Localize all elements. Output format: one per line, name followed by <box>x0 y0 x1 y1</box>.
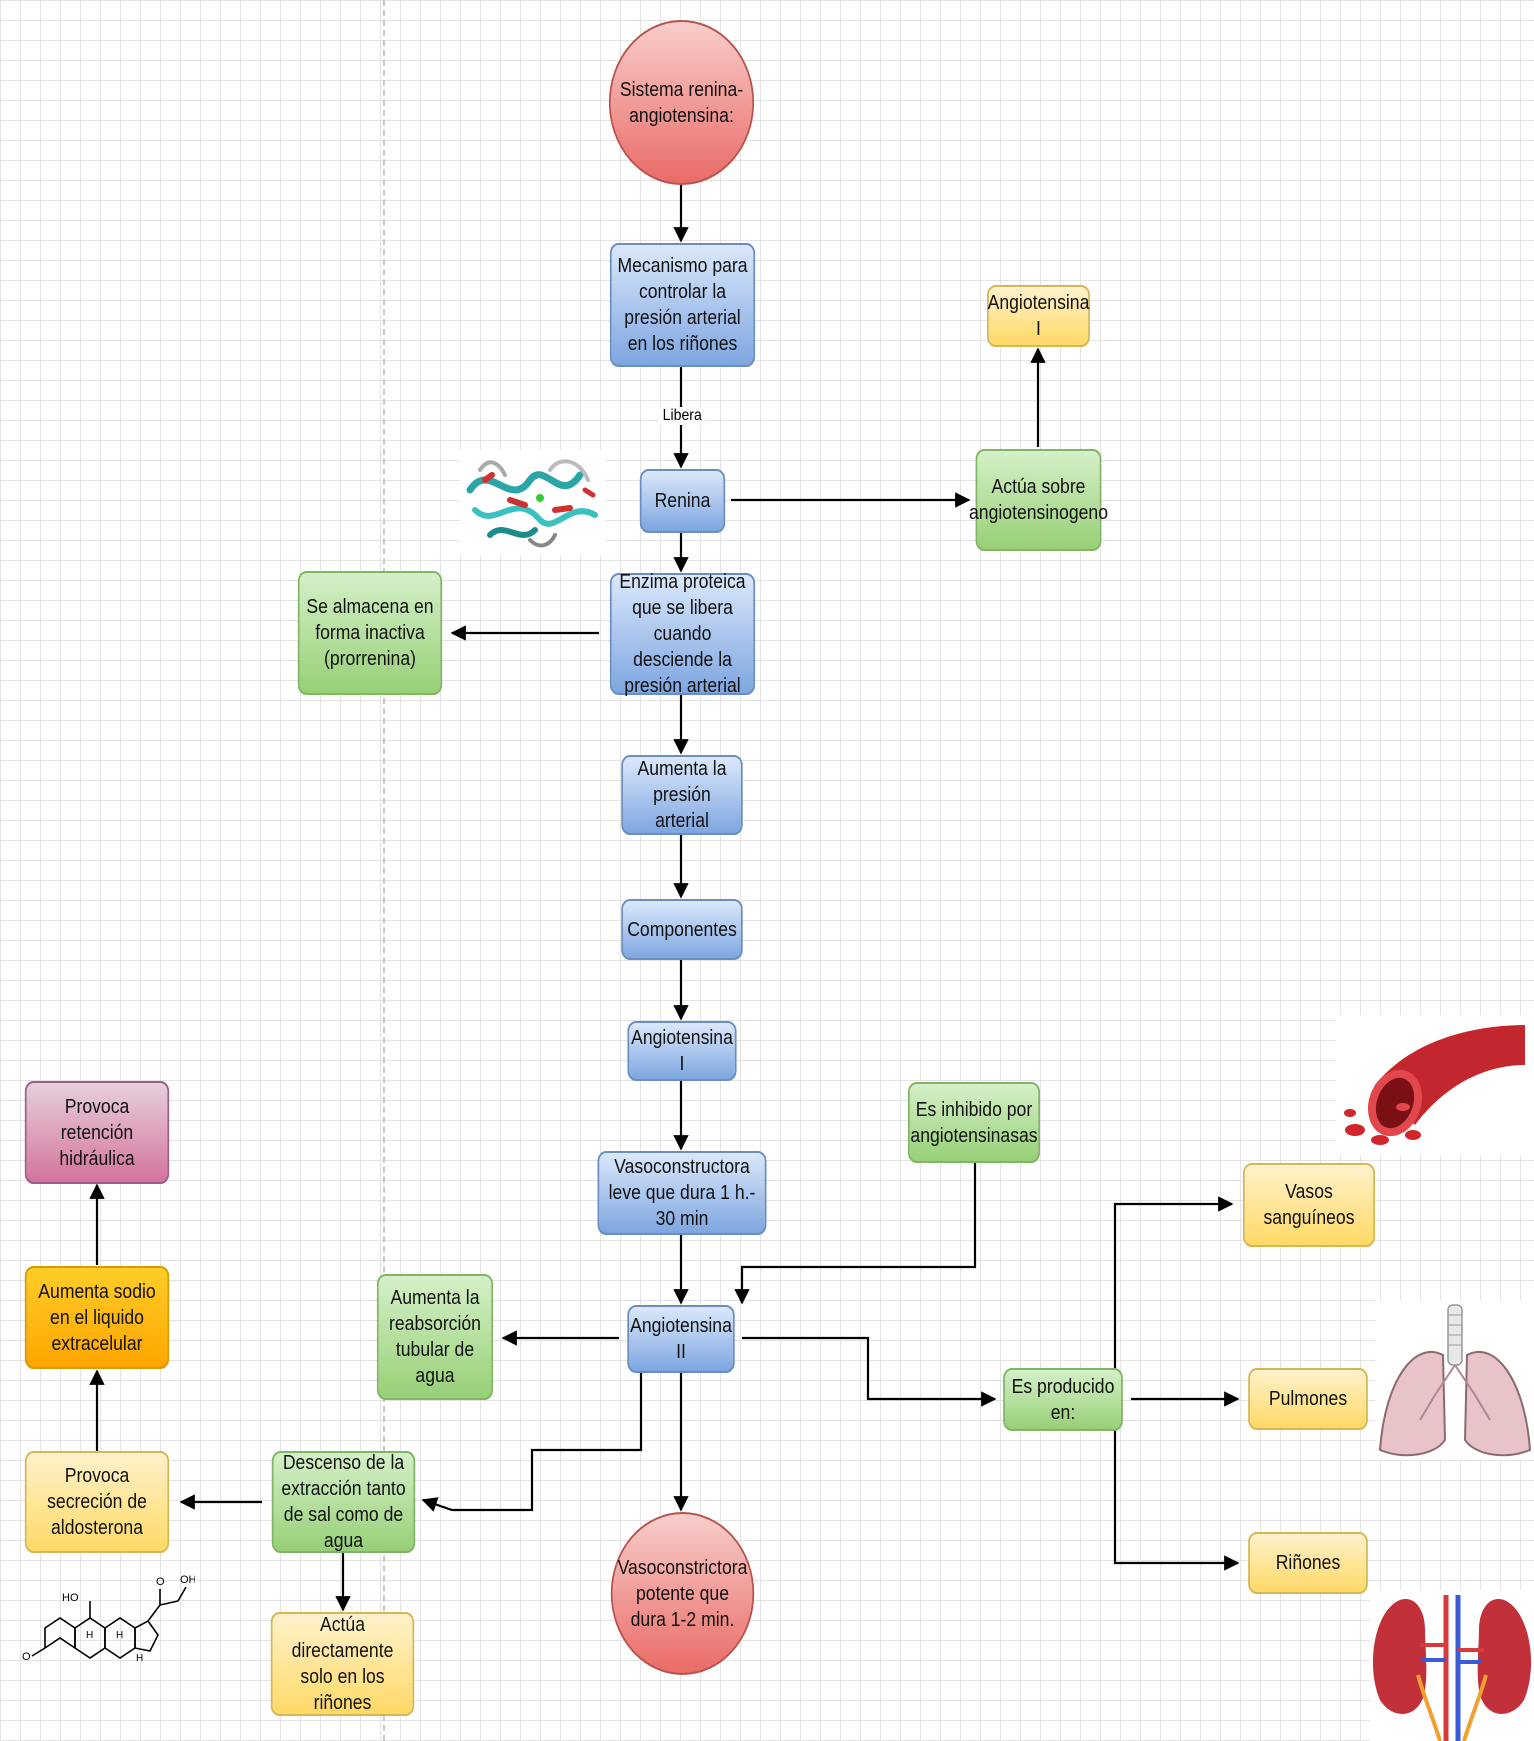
node-renina: Renina <box>639 469 726 533</box>
node-componentes: Componentes <box>621 899 743 960</box>
kidneys-image <box>1370 1590 1534 1741</box>
node-retencion: Provoca retención hidráulica <box>24 1081 170 1184</box>
node-actua-sobre: Actúa sobre angiotensinogeno <box>969 449 1108 551</box>
edge-label-libera: Libera <box>659 407 706 425</box>
node-vasos: Vasos sanguíneos <box>1243 1163 1375 1247</box>
atom-h1-label: H <box>86 1630 93 1641</box>
lungs-image <box>1375 1300 1534 1460</box>
atom-h3-label: H <box>136 1653 143 1664</box>
node-mecanismo: Mecanismo para controlar la presión arte… <box>609 243 756 367</box>
node-enzima: Enzima proteica que se libera cuando des… <box>609 571 756 697</box>
dashed-guide-line <box>383 0 385 1741</box>
node-reabsorcion: Aumenta la reabsorción tubular de agua <box>376 1274 494 1400</box>
node-descenso: Descenso de la extracción tanto de sal c… <box>271 1451 416 1553</box>
atom-ho-label: HO <box>62 1592 79 1604</box>
atom-o2-label: O <box>156 1576 165 1588</box>
protein-structure-image <box>460 450 605 555</box>
edge-angiotensina-ii-descenso <box>421 1373 643 1512</box>
aldosterone-molecule-image: O HO O OH H H H <box>22 1574 195 1664</box>
node-aldosterona: Provoca secreción de aldosterona <box>24 1451 170 1553</box>
node-almacena: Se almacena en forma inactiva (prorrenin… <box>297 571 443 695</box>
atom-h2-label: H <box>116 1630 123 1641</box>
blood-vessel-image <box>1335 1015 1534 1155</box>
node-angiotensina-i-top: Angiotensina I <box>987 285 1090 347</box>
edge-angiotensina-ii-producido <box>742 1336 997 1407</box>
node-rinones: Riñones <box>1248 1532 1368 1594</box>
node-angiotensina-i: Angiotensina I <box>627 1021 737 1081</box>
node-producido: Es producido en: <box>1003 1368 1123 1431</box>
node-inhibido: Es inhibido por angiotensinasas <box>908 1082 1040 1163</box>
atom-oh-label: OH <box>180 1574 195 1586</box>
edge-producido-rinones <box>1113 1430 1240 1571</box>
edge-producido-vasos <box>1113 1196 1234 1370</box>
node-angiotensina-ii: Angiotensina II <box>627 1305 735 1373</box>
node-aumenta-presion: Aumenta la presión arterial <box>621 755 743 835</box>
node-vaso-potente: Vasoconstrictora potente que dura 1-2 mi… <box>610 1512 755 1675</box>
node-actua-rinones: Actúa directamente solo en los riñones <box>270 1612 415 1716</box>
atom-o1-label: O <box>22 1651 31 1663</box>
node-sistema: Sistema renina-angiotensina: <box>608 20 755 185</box>
node-vaso-leve: Vasoconstructora leve que dura 1 h.- 30 … <box>597 1151 767 1235</box>
edge-inhibido-angiotensina-ii <box>734 1163 977 1305</box>
node-sodio: Aumenta sodio en el liquido extracelular <box>24 1266 170 1369</box>
node-pulmones: Pulmones <box>1248 1368 1368 1430</box>
